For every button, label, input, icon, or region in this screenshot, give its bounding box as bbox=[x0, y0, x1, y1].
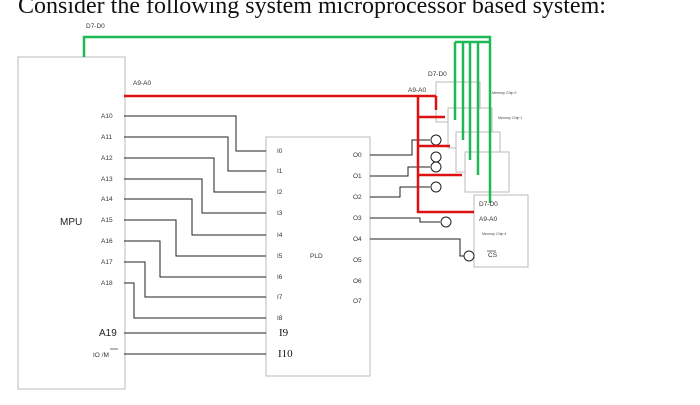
cs-bubble-0 bbox=[430, 134, 442, 146]
pld-input-i9: I9 bbox=[279, 327, 289, 339]
pld-label: PLD bbox=[310, 253, 323, 260]
wire-o3 bbox=[370, 217, 440, 223]
memory-chip-4-label: Memory Chip 4 bbox=[482, 232, 506, 236]
address-bus-trunk bbox=[416, 96, 474, 214]
data-bus-main bbox=[82, 35, 492, 203]
mpu-pin-a14: A14 bbox=[101, 196, 113, 203]
pld-output-o1: O1 bbox=[353, 173, 362, 180]
label-data-bus-top: D7-D0 bbox=[86, 23, 105, 30]
pld-output-o2: O2 bbox=[353, 194, 362, 201]
mpu-pin-a11: A11 bbox=[101, 134, 112, 141]
pld-output-o6: O6 bbox=[353, 278, 362, 285]
pld-input-i3: I3 bbox=[277, 210, 283, 217]
signal-wires bbox=[110, 115, 496, 355]
pld-input-i6: I6 bbox=[277, 274, 283, 281]
memory-chip-box-3 bbox=[464, 151, 510, 193]
wire-o4 bbox=[370, 238, 474, 257]
wire-o0 bbox=[370, 139, 430, 156]
mpu-pin-a18: A18 bbox=[101, 280, 113, 287]
wire-a15 bbox=[124, 219, 266, 257]
pld-input-i0: I0 bbox=[277, 148, 283, 155]
mpu-pin-a15: A15 bbox=[101, 217, 113, 224]
cs-bubble-1 bbox=[430, 151, 442, 163]
pld-input-i7: I7 bbox=[277, 294, 283, 301]
memory-chip-box-4 bbox=[473, 194, 529, 268]
wire-a10 bbox=[124, 115, 266, 152]
mpu-pin-a12: A12 bbox=[101, 155, 113, 162]
memory-pin-address: A9-A0 bbox=[479, 216, 497, 223]
pld-output-o3: O3 bbox=[353, 215, 362, 222]
pld-input-i8: I8 bbox=[277, 315, 283, 322]
cs-bubble-5 bbox=[463, 250, 475, 262]
wire-a12 bbox=[124, 157, 266, 193]
mpu-pin-io-m: IO /M bbox=[93, 352, 109, 359]
memory-pin-cs: CS bbox=[488, 252, 498, 259]
pld-input-i2: I2 bbox=[277, 189, 283, 196]
wire-a13 bbox=[124, 178, 266, 214]
mpu-pin-a13: A13 bbox=[101, 176, 113, 183]
cs-bubble-3 bbox=[430, 181, 442, 193]
mpu-pin-a10: A10 bbox=[101, 113, 113, 120]
pld-output-o0: O0 bbox=[353, 152, 362, 159]
memory-chip-0-label: Memory Chip 0 bbox=[492, 91, 516, 95]
component-boxes bbox=[17, 56, 529, 390]
memory-pin-data: D7-D0 bbox=[479, 201, 498, 208]
memory-chip-1-label: Memory Chip 1 bbox=[498, 116, 522, 120]
wire-a17 bbox=[124, 261, 266, 298]
pld-bottom-panel bbox=[271, 328, 363, 372]
pld-input-i1: I1 bbox=[277, 168, 283, 175]
cs-bubble-2 bbox=[430, 161, 442, 173]
pld-input-i5: I5 bbox=[277, 253, 283, 260]
mpu-pin-a19: A19 bbox=[99, 328, 117, 339]
pld-input-i10: I10 bbox=[278, 348, 293, 360]
pld-input-i4: I4 bbox=[277, 232, 283, 239]
wire-a18 bbox=[124, 282, 266, 319]
wire-a14 bbox=[124, 198, 266, 236]
mpu-pin-a17: A17 bbox=[101, 259, 113, 266]
pld-output-o4: O4 bbox=[353, 236, 362, 243]
pld-output-o5: O5 bbox=[353, 257, 362, 264]
label-data-bus-memory: D7-D0 bbox=[428, 71, 447, 78]
wire-a16 bbox=[124, 240, 266, 278]
wire-o2 bbox=[370, 186, 430, 198]
label-address-bus-memory: A9-A0 bbox=[408, 87, 426, 94]
label-address-bus-mpu: A9-A0 bbox=[133, 80, 151, 87]
mpu-pin-a16: A16 bbox=[101, 238, 113, 245]
page-title: Consider the following system microproce… bbox=[18, 0, 606, 19]
wire-a11 bbox=[124, 136, 266, 172]
mpu-label: MPU bbox=[60, 217, 82, 228]
pld-output-o7: O7 bbox=[353, 298, 362, 305]
bus-lines bbox=[82, 35, 492, 214]
mpu-box bbox=[17, 56, 126, 390]
cs-bubble-4 bbox=[440, 216, 452, 228]
